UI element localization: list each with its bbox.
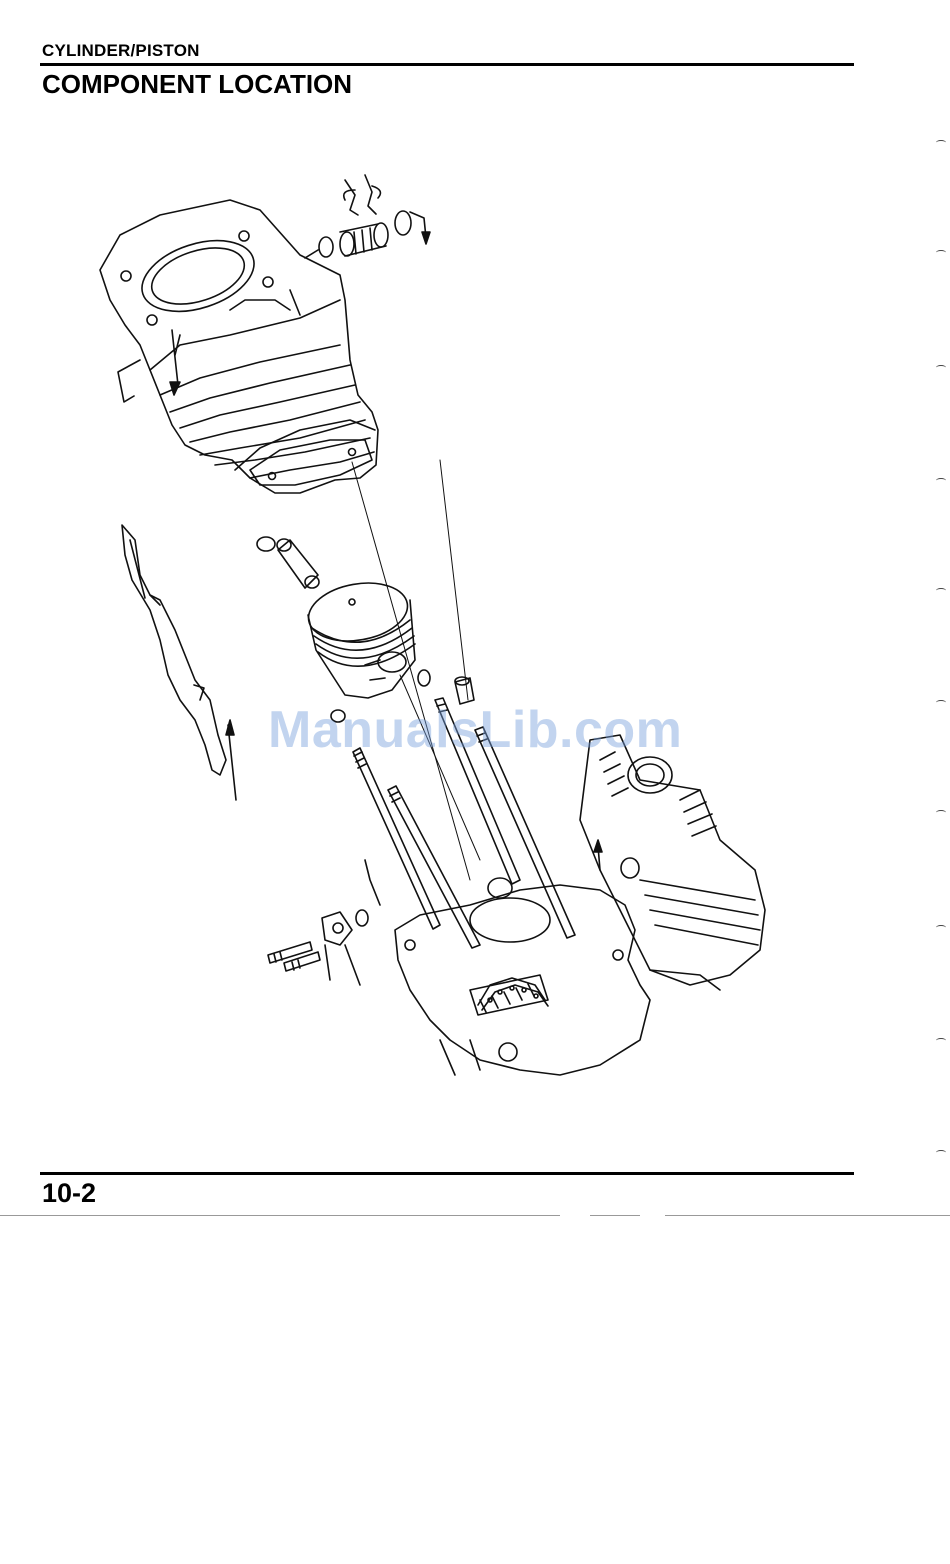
cam-chain-guide	[122, 525, 236, 800]
page-number: 10-2	[42, 1178, 96, 1209]
margin-mark	[936, 250, 946, 255]
oil-pipe	[268, 860, 380, 985]
scan-edge-line	[665, 1215, 950, 1216]
margin-mark	[936, 365, 946, 370]
scan-edge-line	[590, 1215, 640, 1216]
piston	[304, 576, 430, 698]
margin-mark	[936, 478, 946, 483]
guide-lines	[352, 460, 480, 880]
margin-mark	[936, 1150, 946, 1155]
dowel-assembly	[305, 175, 430, 258]
margin-mark	[936, 140, 946, 145]
margin-mark	[936, 1038, 946, 1043]
footer-rule	[40, 1172, 854, 1175]
piston-pin	[257, 537, 319, 588]
margin-mark	[936, 810, 946, 815]
scan-edge-line	[0, 1215, 560, 1216]
cam-chain	[478, 978, 548, 1010]
watermark: ManualsLib.com	[268, 700, 682, 760]
cylinder-block	[100, 200, 378, 493]
margin-mark	[936, 588, 946, 593]
crankcase	[395, 878, 650, 1075]
margin-mark	[936, 700, 946, 705]
margin-mark	[936, 925, 946, 930]
rear-cylinder	[580, 735, 765, 990]
